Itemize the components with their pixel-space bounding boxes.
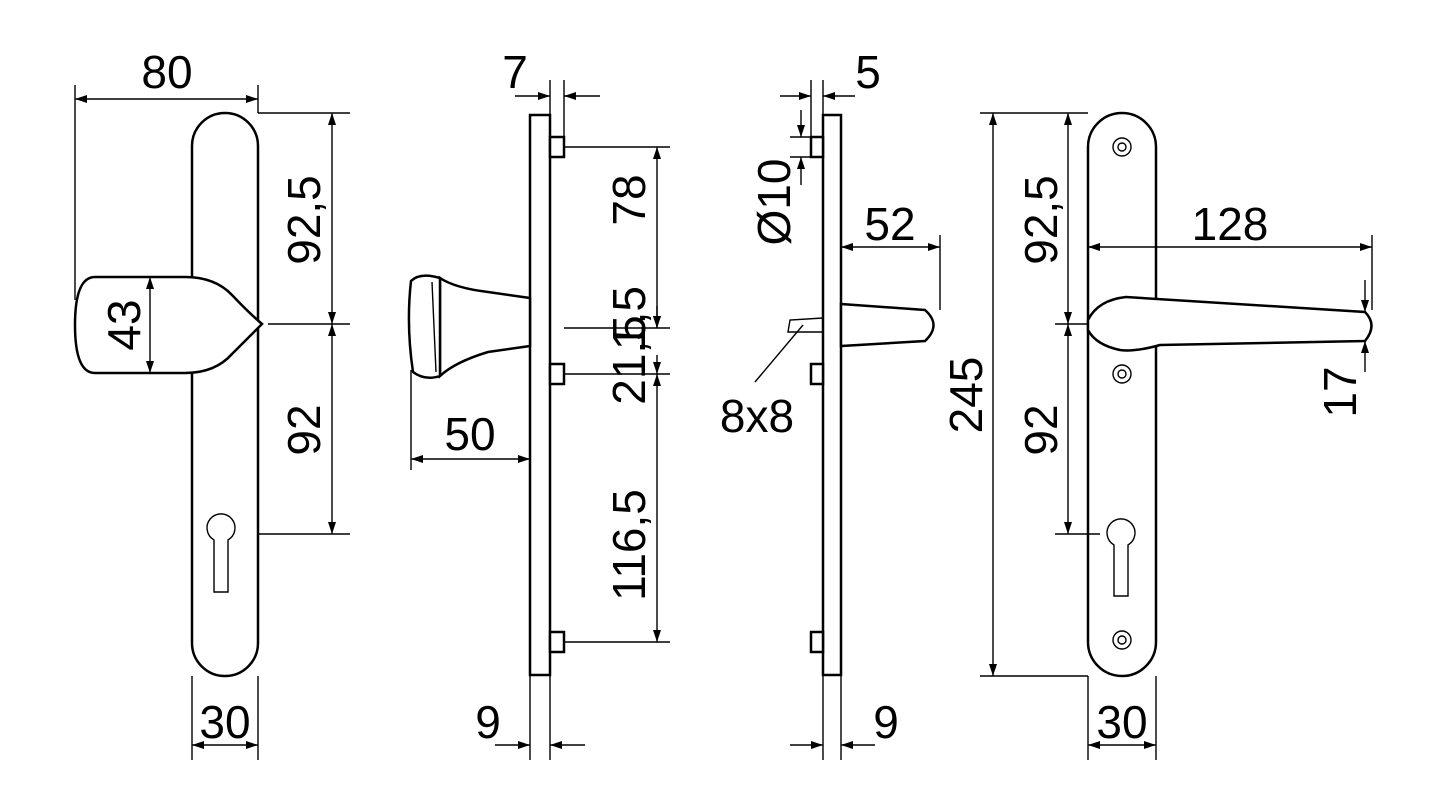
- dim-front-width: 80: [141, 46, 192, 98]
- side-knob-neck: [438, 275, 532, 379]
- rear-lever-profile: [839, 302, 935, 348]
- dim-rear-spindle: 8x8: [720, 390, 794, 442]
- side-plate: [528, 113, 552, 677]
- side-pin-mid: [548, 362, 566, 386]
- dim-front-plate-width: 30: [199, 696, 250, 748]
- side-pin-bottom: [548, 630, 566, 654]
- dim-front-lower: 92: [278, 404, 330, 455]
- dim-side-spacing-a: 78: [603, 174, 655, 225]
- dim-lever-upper: 92,5: [1015, 175, 1067, 265]
- side-pin-top: [548, 135, 566, 159]
- dim-side-plate-thickness: 9: [475, 696, 501, 748]
- dim-rear-pin-diameter: Ø10: [748, 159, 800, 246]
- dim-rear-offset-top: 5: [855, 46, 881, 98]
- dim-lever-grip: 17: [1314, 366, 1366, 417]
- dim-lever-plate-width: 30: [1096, 696, 1147, 748]
- screw-top-icon: [1112, 137, 1132, 157]
- lever-backplate: [1086, 111, 1158, 678]
- screw-bottom-icon: [1112, 630, 1132, 650]
- dim-lever-lower: 92: [1015, 404, 1067, 455]
- rear-plate: [821, 113, 843, 677]
- dim-rear-lever-projection: 52: [864, 198, 915, 250]
- dim-front-knob-height: 43: [98, 299, 150, 350]
- front-view: 80 92,5 92 43 30: [73, 46, 350, 760]
- dim-side-spacing-c: 21,5: [603, 315, 655, 405]
- rear-pin-bottom: [809, 630, 825, 654]
- dim-side-offset-top: 7: [502, 46, 528, 98]
- rear-pin-mid: [809, 362, 825, 386]
- front-keyhole: [206, 513, 236, 593]
- dim-lever-length: 128: [1192, 198, 1269, 250]
- dim-lever-total-height: 245: [940, 357, 992, 434]
- dim-front-upper: 92,5: [278, 175, 330, 265]
- side-view-knob: 7 78 1,5 21,5 116,5 50 9: [407, 46, 670, 760]
- lever-view: 245 92,5 92 128 17 30: [940, 111, 1373, 760]
- dim-rear-plate-thickness: 9: [873, 696, 899, 748]
- dim-side-spacing-b: 1,5: [603, 286, 655, 350]
- dim-side-spacing-d: 116,5: [603, 489, 655, 601]
- front-knob: [73, 275, 264, 375]
- rear-pin-top: [809, 135, 825, 159]
- lever-keyhole: [1106, 518, 1136, 597]
- rear-spindle: [787, 317, 824, 333]
- lever-handle: [1086, 295, 1373, 352]
- dim-side-knob-projection: 50: [444, 408, 495, 460]
- side-view-lever: 5 Ø10 52 8x8 9: [720, 46, 941, 760]
- screw-mid-icon: [1112, 364, 1132, 384]
